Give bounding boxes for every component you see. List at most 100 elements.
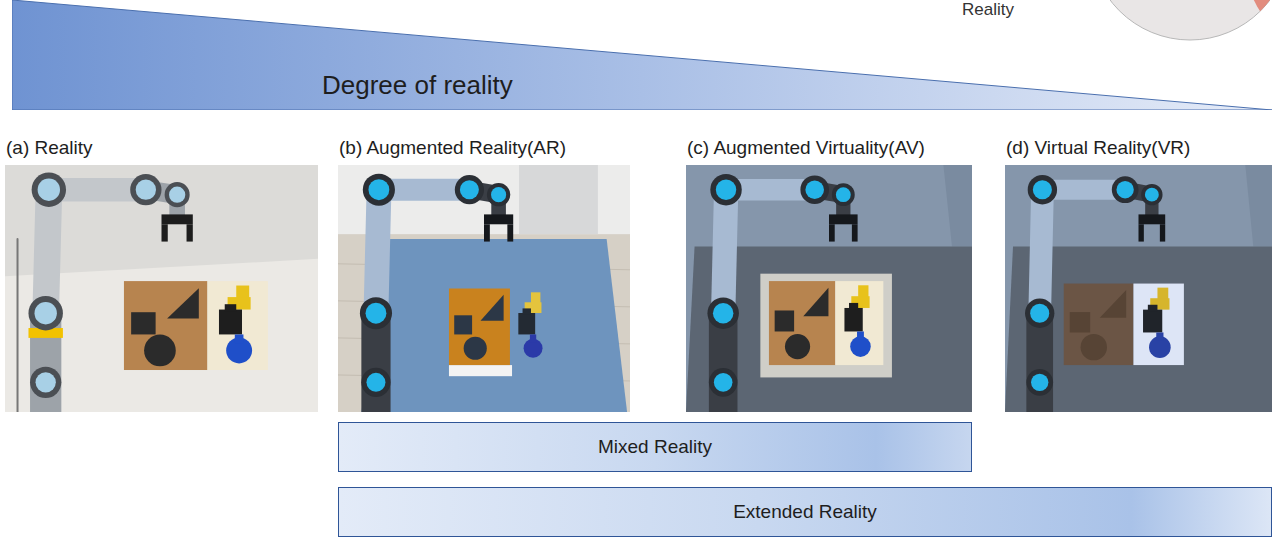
video-inset xyxy=(760,274,892,378)
robot-upper-link xyxy=(723,195,726,314)
robot-joint-cap xyxy=(366,373,385,392)
robot-joint xyxy=(30,367,61,398)
board-base xyxy=(449,365,512,376)
black-block xyxy=(1148,305,1158,312)
robot-gripper xyxy=(829,214,858,224)
robot-joint xyxy=(1028,175,1057,204)
reality-degree-wedge: Degree of reality xyxy=(12,0,1272,110)
virtual-background xyxy=(1005,165,1272,412)
robot-joint xyxy=(361,368,390,397)
robot-joint-cap xyxy=(460,180,479,199)
robot-joint-cap xyxy=(368,179,389,200)
extended-reality-bar: Extended Reality xyxy=(338,487,1272,537)
square-slot xyxy=(454,315,472,334)
robot-joint-cap xyxy=(38,179,60,201)
robot-gripper-finger xyxy=(484,224,490,241)
shape-sorter-board xyxy=(769,281,835,365)
robot-joint xyxy=(32,172,66,206)
photo-background xyxy=(5,165,318,412)
shape-sorter-board xyxy=(1064,284,1134,366)
blue-cylinder xyxy=(857,331,864,339)
robot-joint-cap xyxy=(714,373,733,392)
panel-heading: (c) Augmented Virtuality(AV) xyxy=(686,136,925,160)
robot-joint-cap xyxy=(491,187,506,202)
robot-gripper-finger xyxy=(507,224,513,241)
blue-cylinder xyxy=(530,334,536,342)
black-block xyxy=(844,308,862,332)
robot-joint xyxy=(1141,184,1162,205)
robot-joint xyxy=(28,296,62,330)
black-block xyxy=(849,303,858,310)
scene-illustration xyxy=(686,165,972,412)
robot-gripper-finger xyxy=(829,224,835,241)
wedge-polygon xyxy=(12,0,1272,110)
label-holder: Reality xyxy=(962,0,1014,20)
robot-joint-cap xyxy=(1116,181,1133,198)
robot-joint xyxy=(487,183,510,206)
robot-gripper xyxy=(162,214,193,224)
circle-slot xyxy=(464,337,487,360)
black-block xyxy=(1143,310,1162,333)
square-slot xyxy=(775,310,794,331)
robot-cable xyxy=(17,239,19,412)
robot-gripper xyxy=(484,214,513,224)
virtual-table-plane xyxy=(361,239,627,412)
wedge-shape xyxy=(12,0,1272,110)
robot-joint xyxy=(130,174,161,205)
virtual-wall xyxy=(1245,165,1272,247)
venn-overlap-circle xyxy=(1245,0,1272,55)
robot-joint xyxy=(800,175,829,204)
robot-joint-cap xyxy=(136,180,156,200)
square-slot xyxy=(1070,312,1090,332)
triangle-slot xyxy=(167,288,199,318)
robot-joint xyxy=(455,175,484,204)
robot-joint-cap xyxy=(36,372,56,392)
panel-heading: (a) Reality xyxy=(5,136,93,160)
black-block xyxy=(225,304,237,311)
venn-circle xyxy=(1090,0,1272,40)
scene-illustration xyxy=(1005,165,1272,412)
virtual-wall xyxy=(943,165,972,247)
blue-cylinder xyxy=(235,334,244,343)
robot-joint xyxy=(360,297,392,329)
scene-illustration xyxy=(5,165,318,412)
robot-joint-cap xyxy=(716,179,736,199)
panel-heading: (b) Augmented Reality(AR) xyxy=(338,136,566,160)
robot-gripper-finger xyxy=(852,224,858,241)
robot-gripper-finger xyxy=(1160,224,1165,241)
robot-gripper-finger xyxy=(162,224,168,241)
robot-upper-link xyxy=(46,195,49,314)
triangle-slot xyxy=(803,288,828,317)
blue-cylinder xyxy=(1156,332,1163,340)
robot-joint-cap xyxy=(836,187,851,202)
panel-heading: (d) Virtual Reality(VR) xyxy=(1005,136,1190,160)
robot-joint xyxy=(832,183,855,206)
venn-overlap xyxy=(1245,0,1272,55)
mixed-reality-bar: Mixed Reality xyxy=(338,422,972,472)
illustration-panel: (a) Reality xyxy=(5,136,318,412)
robot-joint xyxy=(709,368,738,397)
robot-joint-cap xyxy=(1031,374,1048,391)
robot-upper-link xyxy=(376,195,379,314)
cropped-venn-label: Reality xyxy=(962,0,1014,20)
circle-slot xyxy=(785,334,810,359)
scene-illustration xyxy=(338,165,630,412)
illustration-panel: (d) Virtual Reality(VR) xyxy=(1005,136,1272,412)
robot-upper-link xyxy=(1040,195,1043,314)
robot-joint-cap xyxy=(1033,180,1052,199)
black-block xyxy=(523,308,531,314)
wedge-title: Degree of reality xyxy=(322,70,513,101)
robot-base-link xyxy=(1026,313,1053,412)
robot-joint-cap xyxy=(366,303,387,324)
robot-joint xyxy=(1026,369,1053,396)
robot-joint xyxy=(165,182,190,207)
black-block xyxy=(219,310,242,335)
black-block xyxy=(518,313,535,334)
shape-sorter-board xyxy=(124,281,208,370)
robot-joint xyxy=(1025,299,1054,328)
object-tray xyxy=(1133,284,1183,366)
triangle-slot xyxy=(480,295,503,321)
robot-joint-cap xyxy=(169,187,185,203)
